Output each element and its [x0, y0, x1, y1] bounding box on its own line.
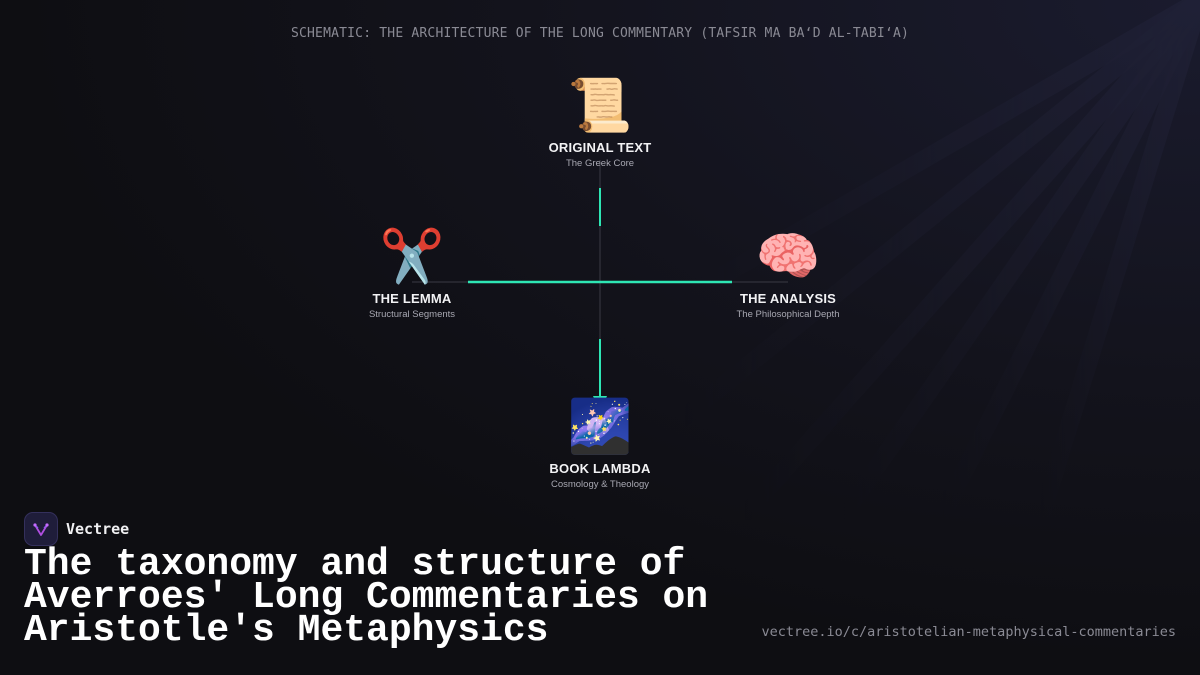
node-subtitle: The Greek Core [565, 158, 635, 169]
galaxy-icon: 🌌 [567, 397, 633, 457]
node-lemma: ✂️ THE LEMMA Structural Segments [302, 229, 522, 320]
node-subtitle: Cosmology & Theology [550, 479, 650, 490]
vectree-logo-icon [24, 512, 58, 546]
scroll-icon: 📜 [567, 76, 633, 136]
node-analysis: 🧠 THE ANALYSIS The Philosophical Depth [678, 229, 898, 320]
source-url[interactable]: vectree.io/c/aristotelian-metaphysical-c… [761, 624, 1176, 640]
node-subtitle: The Philosophical Depth [736, 309, 840, 320]
page-title: The taxonomy and structure of Averroes' … [24, 543, 709, 652]
scissors-icon: ✂️ [379, 227, 445, 287]
node-subtitle: Structural Segments [368, 309, 456, 320]
brand[interactable]: Vectree [24, 512, 129, 546]
background-rays [680, 0, 1200, 520]
node-label: BOOK LAMBDA [549, 461, 651, 476]
node-label: THE LEMMA [372, 291, 452, 306]
node-original-text: 📜 ORIGINAL TEXT The Greek Core [490, 78, 710, 169]
brain-icon: 🧠 [755, 227, 821, 287]
arrowhead-icon [593, 396, 607, 412]
node-label: THE ANALYSIS [739, 291, 837, 306]
schematic-title: SCHEMATIC: THE ARCHITECTURE OF THE LONG … [290, 26, 910, 41]
node-label: ORIGINAL TEXT [548, 140, 652, 155]
node-book-lambda: 🌌 BOOK LAMBDA Cosmology & Theology [490, 399, 710, 490]
brand-name: Vectree [66, 520, 130, 538]
